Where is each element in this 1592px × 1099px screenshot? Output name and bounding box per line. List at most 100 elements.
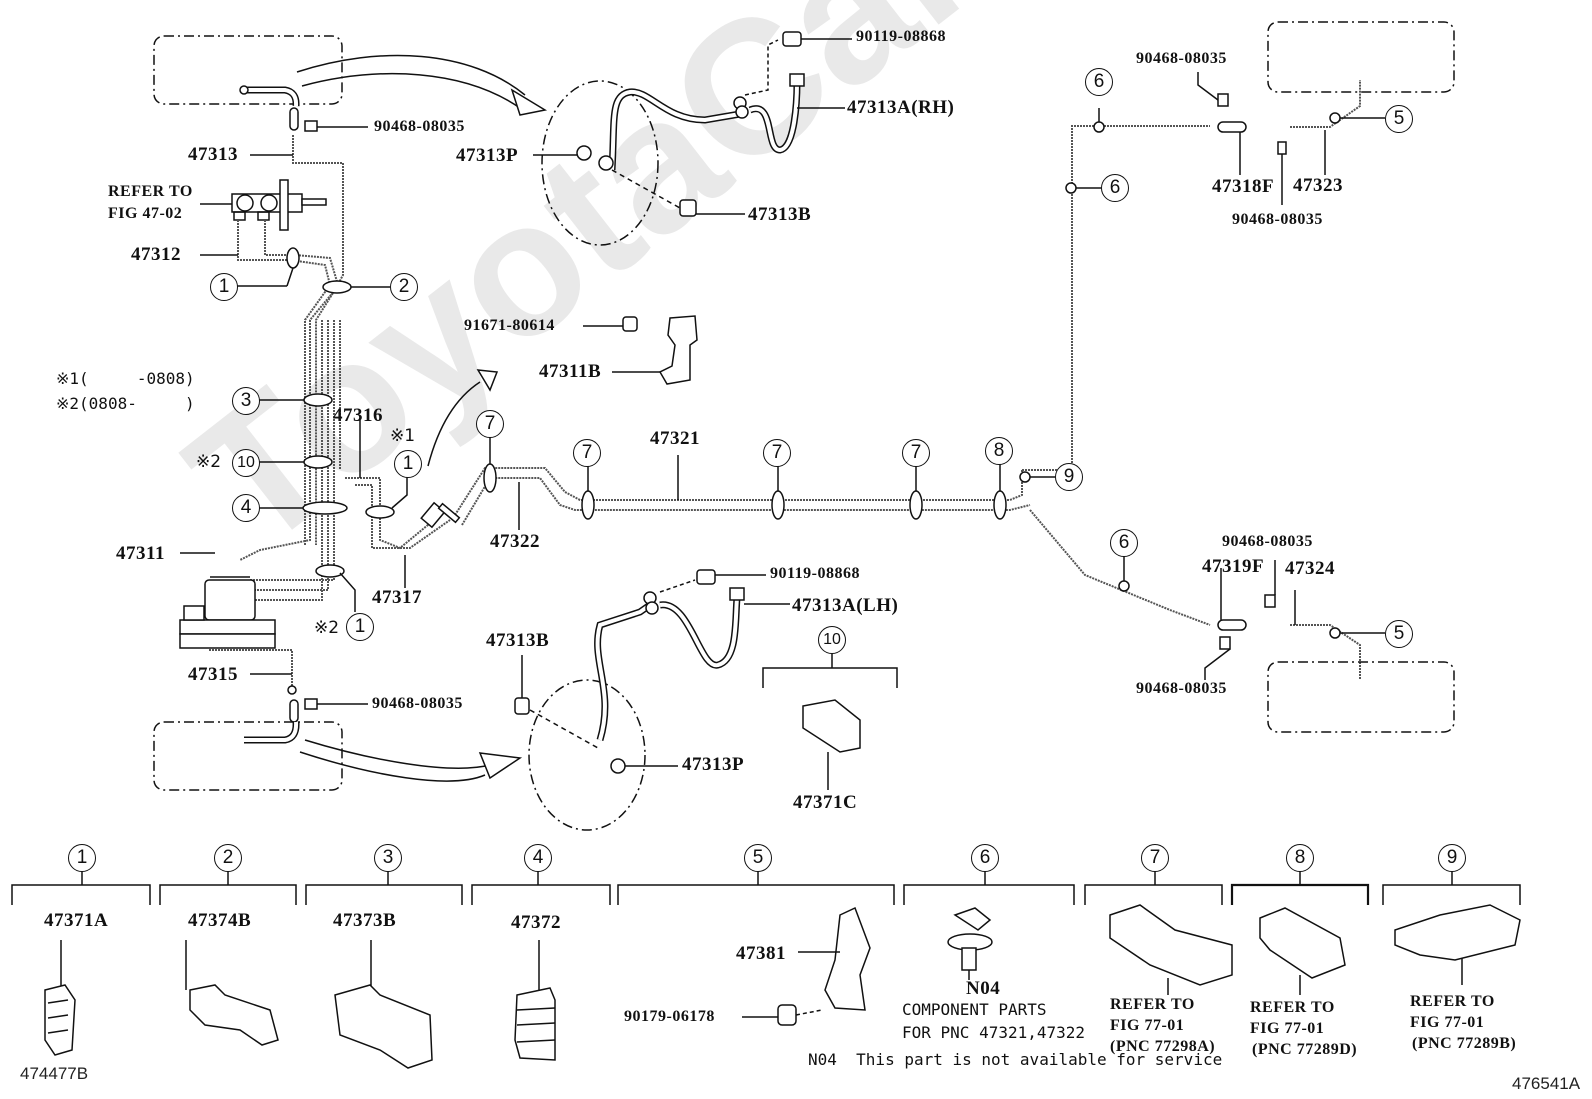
legend-part-N04[interactable]: N04 <box>966 978 1001 999</box>
part-label-47319F[interactable]: 47319F <box>1202 556 1265 577</box>
legend-brackets <box>11 871 1521 905</box>
legend-note-6-line2: FOR PNC 47321,47322 <box>902 1023 1086 1042</box>
mark-1-note: ※1 <box>390 426 416 446</box>
legend-part-47374B[interactable]: 47374B <box>188 910 252 931</box>
legend-refer-8-line3[interactable]: (PNC 77289D) <box>1252 1041 1358 1058</box>
part-label-47322[interactable]: 47322 <box>490 531 540 552</box>
part-label-47313A-lh[interactable]: 47313A(LH) <box>792 595 899 616</box>
part-label-90468-08035-rb1[interactable]: 90468-08035 <box>1222 533 1313 550</box>
part-label-90468-08035-rt1[interactable]: 90468-08035 <box>1136 50 1227 67</box>
part-label-47313A-rh[interactable]: 47313A(RH) <box>847 97 955 118</box>
bracket-47311b <box>427 315 698 467</box>
callout-clip-10-group[interactable]: 10 <box>818 626 846 654</box>
part-label-90468-08035-bottom[interactable]: 90468-08035 <box>372 695 463 712</box>
footnote-n04: N04 This part is not available for servi… <box>808 1050 1223 1069</box>
part-label-47312[interactable]: 47312 <box>131 244 181 265</box>
part-label-90119-08868-top[interactable]: 90119-08868 <box>856 28 946 45</box>
caliper-rh-group <box>533 31 852 246</box>
callout-clip-5a[interactable]: 5 <box>1385 105 1413 133</box>
legend-refer-8-line1[interactable]: REFER TO <box>1250 999 1335 1016</box>
part-label-47318F[interactable]: 47318F <box>1212 176 1275 197</box>
part-label-90119-08868-bottom[interactable]: 90119-08868 <box>770 565 860 582</box>
clip-illustrations <box>44 904 1521 1069</box>
front-right-wheel-outline <box>153 721 523 791</box>
callout-clip-7c[interactable]: 7 <box>763 439 791 467</box>
callout-clip-3[interactable]: 3 <box>232 387 260 415</box>
legend-num-4: 4 <box>524 844 552 872</box>
caliper-lh-group <box>514 569 790 831</box>
part-label-47313B-bottom[interactable]: 47313B <box>486 630 550 651</box>
part-label-91671-80614[interactable]: 91671-80614 <box>464 317 555 334</box>
legend-part-90179-06178[interactable]: 90179-06178 <box>624 1008 715 1025</box>
callout-clip-1-mark1[interactable]: 1 <box>394 450 422 478</box>
legend-num-6: 6 <box>971 844 999 872</box>
callout-clip-1[interactable]: 1 <box>210 273 238 301</box>
legend-num-3: 3 <box>374 844 402 872</box>
callout-clip-9[interactable]: 9 <box>1055 463 1083 491</box>
callout-clip-6a[interactable]: 6 <box>1085 68 1113 96</box>
rear-hose-rh <box>1076 21 1455 205</box>
part-label-47321[interactable]: 47321 <box>650 428 700 449</box>
legend-refer-7-line1[interactable]: REFER TO <box>1110 996 1195 1013</box>
part-label-47313P-bottom[interactable]: 47313P <box>682 754 745 775</box>
part-label-90468-08035-rt2[interactable]: 90468-08035 <box>1232 211 1323 228</box>
rear-hose-lh <box>1123 555 1455 733</box>
direction-arrow-top <box>296 54 548 116</box>
legend-num-8: 8 <box>1286 844 1314 872</box>
callout-clip-7b[interactable]: 7 <box>573 439 601 467</box>
figure-code-left: 474477B <box>20 1064 89 1083</box>
part-label-47317[interactable]: 47317 <box>372 587 422 608</box>
front-left-wheel-outline <box>153 35 343 107</box>
callout-clip-8[interactable]: 8 <box>985 437 1013 465</box>
part-label-47311B[interactable]: 47311B <box>539 361 602 382</box>
part-label-47313B-top[interactable]: 47313B <box>748 204 812 225</box>
callout-leaders <box>200 154 1055 612</box>
callout-clip-7a[interactable]: 7 <box>476 410 504 438</box>
part-label-47371C[interactable]: 47371C <box>793 792 858 813</box>
legend-part-47371A[interactable]: 47371A <box>44 910 109 931</box>
part-label-47311[interactable]: 47311 <box>116 543 165 564</box>
callout-clip-4[interactable]: 4 <box>232 494 260 522</box>
legend-refer-8-line2[interactable]: FIG 77-01 <box>1250 1020 1325 1037</box>
mark-2-note-b: ※2 <box>314 618 340 638</box>
callout-clip-6c[interactable]: 6 <box>1110 529 1138 557</box>
part-label-90468-08035-rb2[interactable]: 90468-08035 <box>1136 680 1227 697</box>
proportioning-valve <box>179 576 276 649</box>
legend-refer-7-line3[interactable]: (PNC 77298A) <box>1110 1038 1216 1055</box>
callout-clip-7d[interactable]: 7 <box>902 439 930 467</box>
callout-clip-6b[interactable]: 6 <box>1101 174 1129 202</box>
refer-master-line2[interactable]: FIG 47-02 <box>108 205 183 222</box>
legend-num-7: 7 <box>1141 844 1169 872</box>
legend-part-47373B[interactable]: 47373B <box>333 910 397 931</box>
callout-clip-10[interactable]: 10 <box>232 449 260 477</box>
part-label-47316[interactable]: 47316 <box>333 405 383 426</box>
part-label-47324[interactable]: 47324 <box>1285 558 1335 579</box>
brake-pipes-left <box>209 80 1361 690</box>
union-fitting <box>420 501 461 529</box>
callout-clip-2[interactable]: 2 <box>390 273 418 301</box>
legend-refer-9-line3[interactable]: (PNC 77289B) <box>1412 1035 1517 1052</box>
refer-master-line1[interactable]: REFER TO <box>108 183 193 200</box>
part-label-47315[interactable]: 47315 <box>188 664 238 685</box>
legend-part-47381[interactable]: 47381 <box>736 943 786 964</box>
mark-2-note: ※2 <box>196 452 222 472</box>
legend-num-9: 9 <box>1438 844 1466 872</box>
legend-refer-7-line2[interactable]: FIG 77-01 <box>1110 1017 1185 1034</box>
clip-icon <box>304 120 318 132</box>
legend-num-1: 1 <box>68 844 96 872</box>
part-label-47313P-top[interactable]: 47313P <box>456 145 519 166</box>
legend-part-47372[interactable]: 47372 <box>511 912 561 933</box>
callout-clip-1-mark2[interactable]: 1 <box>346 613 374 641</box>
part-label-47313[interactable]: 47313 <box>188 144 238 165</box>
part-label-90468-08035[interactable]: 90468-08035 <box>374 118 465 135</box>
callout-clip-5b[interactable]: 5 <box>1385 620 1413 648</box>
legend-refer-9-line2[interactable]: FIG 77-01 <box>1410 1014 1485 1031</box>
legend-note-6-line1: COMPONENT PARTS <box>902 1000 1047 1019</box>
legend-note-mark1: ※1( -0808) <box>56 369 195 388</box>
part-label-47323[interactable]: 47323 <box>1293 175 1343 196</box>
legend-refer-9-line1[interactable]: REFER TO <box>1410 993 1495 1010</box>
master-cylinder <box>200 179 327 231</box>
hose-end-fitting <box>289 107 299 131</box>
